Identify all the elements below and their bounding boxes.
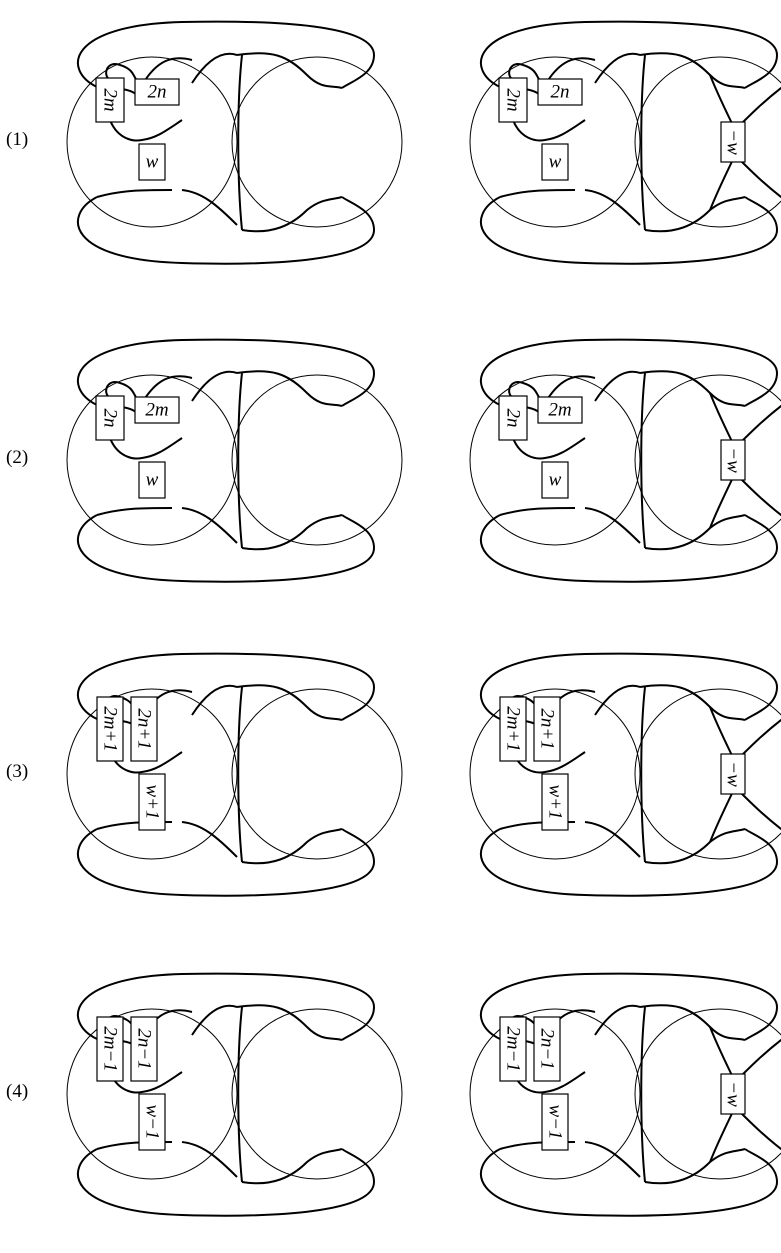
panel-1-left: 2m 2n w — [66, 20, 403, 265]
svg-text:2n: 2n — [148, 82, 167, 103]
panel-3-right: 2m+1 2n+1 w+1 −w — [469, 652, 781, 897]
svg-text:2m: 2m — [145, 400, 168, 421]
svg-text:w: w — [549, 152, 562, 173]
box-b: 2m — [537, 396, 583, 424]
box-c: w+1 — [138, 773, 166, 831]
box-b: 2n+1 — [533, 696, 561, 762]
svg-text:2m: 2m — [100, 88, 121, 111]
box-a: 2m+1 — [499, 696, 527, 762]
svg-text:2n−1: 2n−1 — [537, 1028, 558, 1069]
box-a: 2m+1 — [96, 696, 124, 762]
svg-text:−w: −w — [723, 447, 744, 473]
box-extra: −w — [720, 121, 746, 163]
box-c: w — [138, 143, 166, 181]
svg-text:w+1: w+1 — [142, 785, 163, 820]
panel-2-right: 2n 2m w −w — [469, 338, 781, 583]
box-c: w−1 — [541, 1093, 569, 1151]
box-b: 2m — [134, 396, 180, 424]
svg-text:2m: 2m — [548, 400, 571, 421]
box-c: w — [541, 461, 569, 499]
box-c: w — [541, 143, 569, 181]
svg-text:2m+1: 2m+1 — [100, 706, 121, 752]
svg-text:w−1: w−1 — [142, 1105, 163, 1140]
svg-text:w: w — [146, 470, 159, 491]
svg-text:2m−1: 2m−1 — [100, 1026, 121, 1072]
box-c: w+1 — [541, 773, 569, 831]
svg-text:2n: 2n — [551, 82, 570, 103]
row-label-4: (4) — [6, 1081, 28, 1102]
box-a: 2n — [95, 395, 125, 441]
svg-text:w: w — [146, 152, 159, 173]
box-extra: −w — [720, 753, 746, 795]
box-b: 2n — [134, 78, 180, 106]
panel-1-right: 2m 2n w −w — [469, 20, 781, 265]
row-label-3: (3) — [6, 761, 28, 782]
box-a: 2m−1 — [96, 1016, 124, 1082]
box-a: 2m−1 — [499, 1016, 527, 1082]
box-b: 2n — [537, 78, 583, 106]
panel-4-left: 2m−1 2n−1 w−1 — [66, 972, 403, 1217]
box-c: w — [138, 461, 166, 499]
box-b: 2n−1 — [533, 1016, 561, 1082]
svg-text:2m: 2m — [503, 88, 524, 111]
svg-text:2n−1: 2n−1 — [134, 1028, 155, 1069]
svg-text:w: w — [549, 470, 562, 491]
box-b: 2n+1 — [130, 696, 158, 762]
svg-text:−w: −w — [723, 761, 744, 787]
box-extra: −w — [720, 1073, 746, 1115]
svg-text:−w: −w — [723, 129, 744, 155]
box-a: 2n — [498, 395, 528, 441]
svg-text:2n+1: 2n+1 — [537, 708, 558, 749]
row-label-2: (2) — [6, 447, 28, 468]
svg-text:2n+1: 2n+1 — [134, 708, 155, 749]
box-a: 2m — [95, 77, 125, 123]
box-b: 2n−1 — [130, 1016, 158, 1082]
svg-text:2n: 2n — [100, 409, 121, 428]
svg-text:w−1: w−1 — [545, 1105, 566, 1140]
svg-text:2m+1: 2m+1 — [503, 706, 524, 752]
panel-4-right: 2m−1 2n−1 w−1 −w — [469, 972, 781, 1217]
svg-text:2n: 2n — [503, 409, 524, 428]
row-label-1: (1) — [6, 129, 28, 150]
box-a: 2m — [498, 77, 528, 123]
svg-text:−w: −w — [723, 1081, 744, 1107]
panel-2-left: 2n 2m w — [66, 338, 403, 583]
box-extra: −w — [720, 439, 746, 481]
box-c: w−1 — [138, 1093, 166, 1151]
panel-3-left: 2m+1 2n+1 w+1 — [66, 652, 403, 897]
svg-text:w+1: w+1 — [545, 785, 566, 820]
svg-text:2m−1: 2m−1 — [503, 1026, 524, 1072]
